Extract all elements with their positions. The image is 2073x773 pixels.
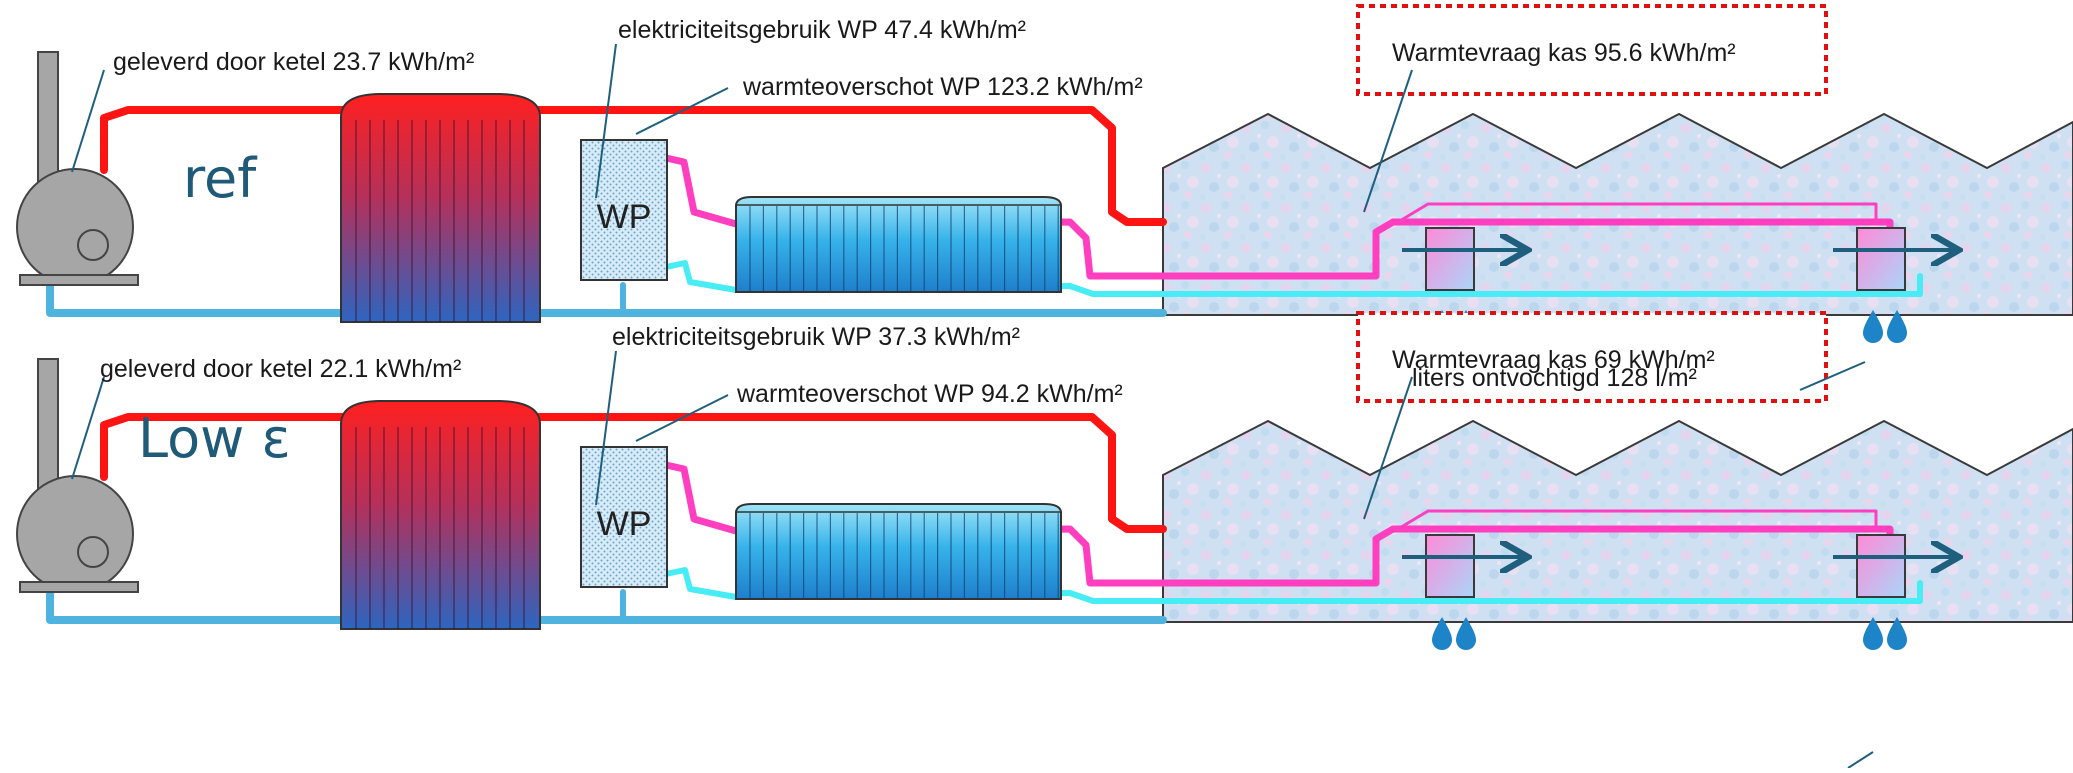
water-drop — [1456, 617, 1476, 650]
water-drop — [1863, 310, 1883, 343]
water-drop — [1432, 617, 1452, 650]
second-dehumidified-leader — [1847, 751, 1874, 769]
electricity-label: elektriciteitsgebruik WP 47.4 kWh/m² — [618, 16, 1026, 44]
system-title: ref — [183, 147, 258, 210]
greenhouse — [1162, 112, 2073, 316]
boiler-label: geleverd door ketel 22.1 kWh/m² — [100, 355, 461, 383]
system-title: Low ε — [138, 407, 291, 470]
surplus-label: warmteoverschot WP 94.2 kWh/m² — [736, 380, 1123, 408]
heat-pump-label: WP — [597, 198, 652, 236]
boiler-leader — [71, 69, 105, 173]
cold-return-pipe — [46, 590, 1167, 624]
heat-pump-label: WP — [597, 505, 652, 543]
hot-supply-pipe — [100, 106, 1167, 226]
demand-leader — [1363, 376, 1413, 520]
greenhouse — [1162, 419, 2073, 623]
system-low-e: WP geleverd door ketel 22.1 kWh/m² elektri… — [16, 311, 2073, 650]
pink-thin-pipe — [1396, 202, 1878, 224]
boiler — [16, 51, 139, 286]
water-drop — [1863, 617, 1883, 650]
demand-leader — [1363, 69, 1413, 213]
electricity-leader — [595, 350, 617, 506]
buffer-tank — [340, 93, 541, 323]
heat-demand-label: Warmtevraag kas 69 kWh/m² — [1392, 346, 1715, 374]
hot-supply-pipe — [100, 413, 1167, 533]
heat-pump: WP — [580, 446, 668, 588]
boiler-label: geleverd door ketel 23.7 kWh/m² — [113, 48, 474, 76]
storage-basin — [735, 503, 1062, 600]
water-drop — [1887, 310, 1907, 343]
surplus-leader — [635, 87, 729, 135]
shared-notes: liters ontvochtigd 128 l/m² — [1412, 361, 1874, 769]
surplus-label: warmteoverschot WP 123.2 kWh/m² — [742, 73, 1143, 101]
air-treatment-unit — [1833, 534, 1955, 650]
heat-pump: WP — [580, 139, 668, 281]
pink-pipe — [662, 154, 1894, 280]
dehumidified-label: liters ontvochtigd 128 l/m² — [1412, 364, 1697, 392]
storage-basin — [735, 196, 1062, 293]
air-treatment-unit — [1402, 534, 1524, 650]
heat-demand-label: Warmtevraag kas 95.6 kWh/m² — [1392, 39, 1736, 67]
electricity-label: elektriciteitsgebruik WP 37.3 kWh/m² — [612, 323, 1020, 351]
boiler — [16, 358, 139, 593]
heat-demand-box — [1356, 311, 1828, 403]
dehumidified-leader — [1799, 361, 1866, 391]
air-treatment-unit — [1833, 227, 1955, 343]
electricity-leader — [595, 43, 617, 199]
boiler-leader — [71, 376, 105, 480]
water-drop — [1887, 617, 1907, 650]
pink-pipe — [662, 461, 1894, 587]
pink-thin-pipe — [1396, 509, 1878, 531]
system-ref: WP geleverd door ketel 23.7 kWh/m² elektri… — [16, 4, 2073, 343]
heat-demand-box — [1356, 4, 1828, 96]
cold-return-pipe — [46, 283, 1167, 317]
surplus-leader — [635, 394, 729, 442]
buffer-tank — [340, 400, 541, 630]
